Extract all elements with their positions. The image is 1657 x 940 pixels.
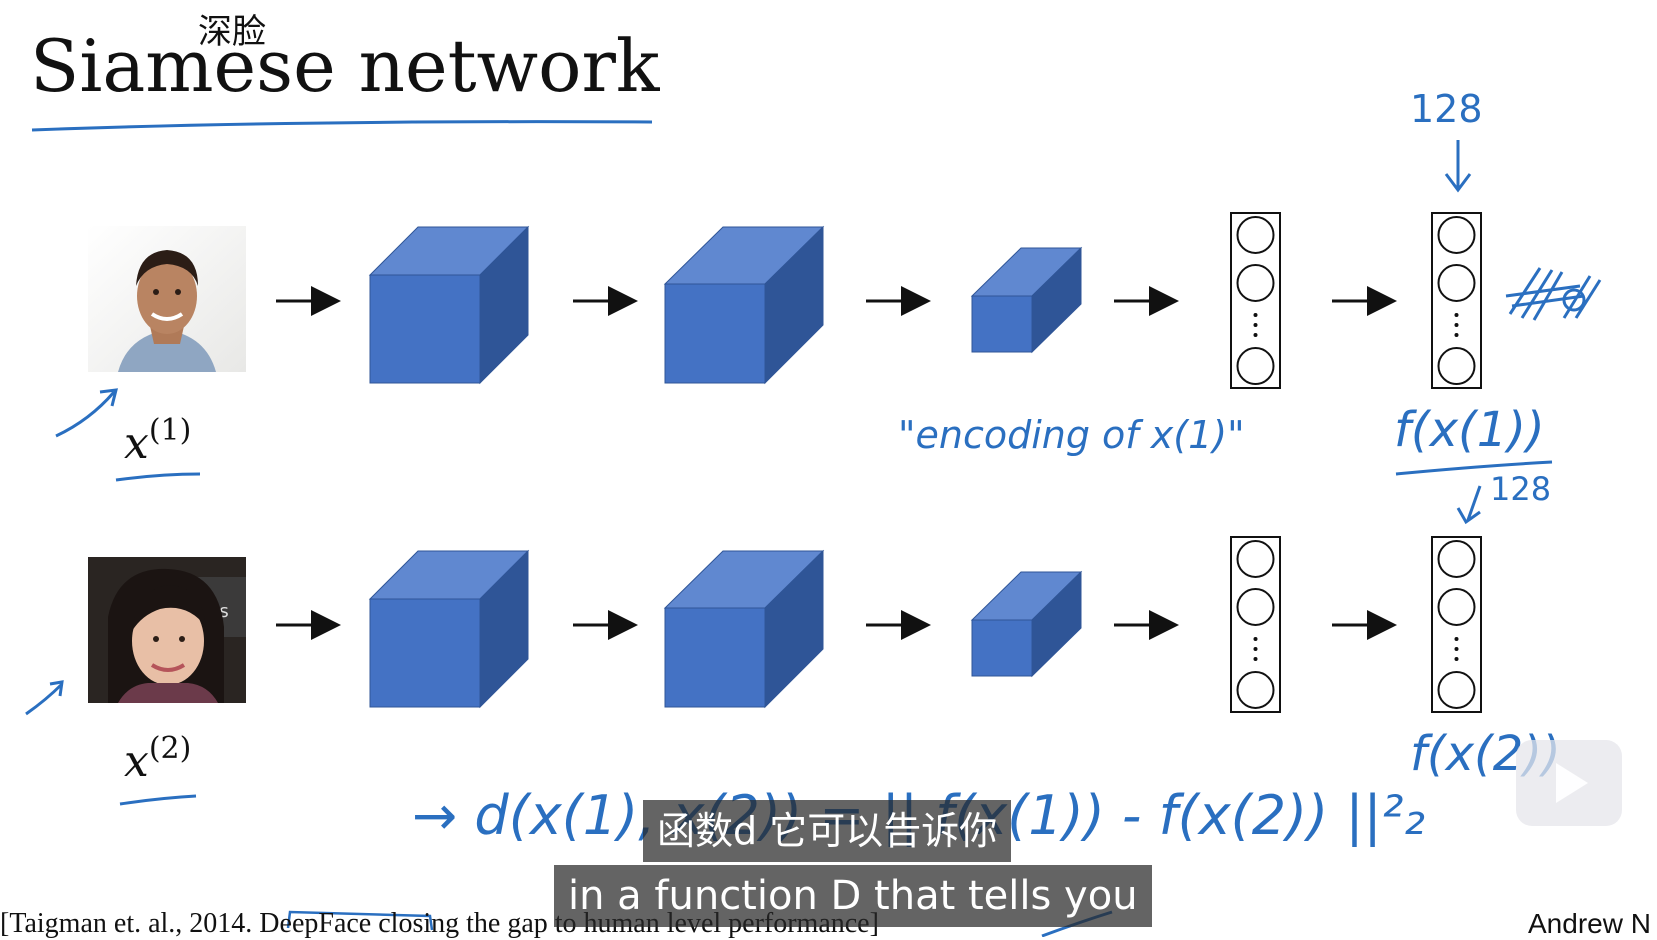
input-label-2: x(2) (124, 731, 191, 787)
play-icon (1556, 763, 1588, 803)
encoding-note: "encoding of x(1)" (898, 413, 1245, 457)
f-x1-label: f(x(1)) (1394, 402, 1545, 458)
cube-small-r2 (970, 570, 1083, 678)
dim-arrow-mid (1466, 485, 1482, 521)
play-button[interactable] (1516, 740, 1622, 826)
author-name: Andrew N (1528, 908, 1651, 939)
subtitle-chinese: 函数d 它可以告诉你 (643, 800, 1012, 862)
row-1 (276, 212, 1482, 389)
cube-large-r2-1 (368, 549, 530, 709)
input-label-1: x(1) (124, 413, 191, 469)
dim-label-mid: 128 (1490, 470, 1551, 508)
face-photo-female: rs (88, 557, 246, 703)
hash-scribble (1505, 267, 1602, 321)
input-arrow-2 (25, 682, 64, 716)
row-2 (276, 536, 1482, 713)
vector-r2-a (1230, 536, 1281, 713)
cube-large-r1-2 (663, 225, 825, 385)
title-underline (31, 120, 653, 132)
dim-label-top: 128 (1410, 87, 1483, 131)
subtitle-english: in a function D that tells you (554, 865, 1152, 927)
f-x1-underline (1395, 460, 1553, 476)
vector-r1-b (1431, 212, 1482, 389)
input-arrow-1 (55, 391, 116, 438)
slide-title: Siamese network (30, 24, 660, 108)
input-underline-1 (115, 472, 201, 482)
cube-small-r1 (970, 246, 1083, 354)
face-photo-male (88, 226, 246, 372)
citation-box (286, 910, 434, 931)
input-underline-2 (119, 794, 197, 806)
cube-large-r2-2 (663, 549, 825, 709)
vector-r2-b (1431, 536, 1482, 713)
vector-r1-a (1230, 212, 1281, 389)
top-subtitle: 深脸 (198, 12, 266, 52)
cube-large-r1-1 (368, 225, 530, 385)
